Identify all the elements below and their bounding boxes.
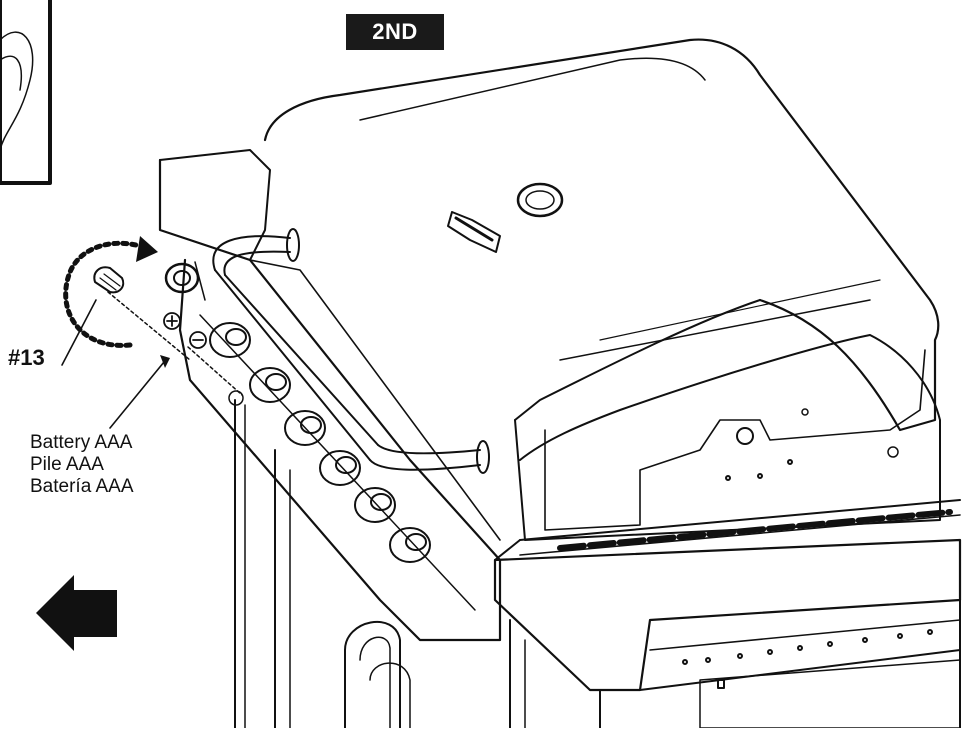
- knob-6: [389, 527, 431, 563]
- knob-2: [249, 367, 291, 403]
- knob-1: [209, 322, 251, 358]
- knob-3: [284, 410, 326, 446]
- positive-terminal-icon: [163, 312, 181, 330]
- battery-label-group: Battery AAA Pile AAA Batería AAA: [30, 432, 134, 498]
- cart-frame: [234, 399, 526, 729]
- negative-terminal-icon: [189, 331, 207, 349]
- battery-label-en: Battery AAA: [30, 432, 133, 453]
- battery-leader-line: [109, 355, 170, 429]
- lid-handle: [212, 228, 490, 474]
- battery-label-fr: Pile AAA: [30, 454, 104, 475]
- battery-slot: [107, 291, 243, 396]
- direction-arrow-icon: [36, 575, 117, 651]
- battery-label-es: Batería AAA: [30, 476, 134, 497]
- control-panel: [158, 149, 502, 642]
- part-number-label: #13: [8, 345, 45, 370]
- igniter-socket: [164, 261, 206, 301]
- knob-5: [354, 487, 396, 523]
- knob-4: [319, 450, 361, 486]
- rotate-direction-icon: [63, 236, 158, 348]
- step-badge: 2ND: [346, 14, 444, 50]
- grill-lid: [263, 38, 941, 541]
- grill-firebox: [494, 499, 961, 561]
- detail-inset-box: [0, 0, 52, 185]
- part-leader-line: [61, 299, 97, 366]
- igniter-cap-part: [93, 266, 125, 294]
- side-shelf: [493, 538, 962, 729]
